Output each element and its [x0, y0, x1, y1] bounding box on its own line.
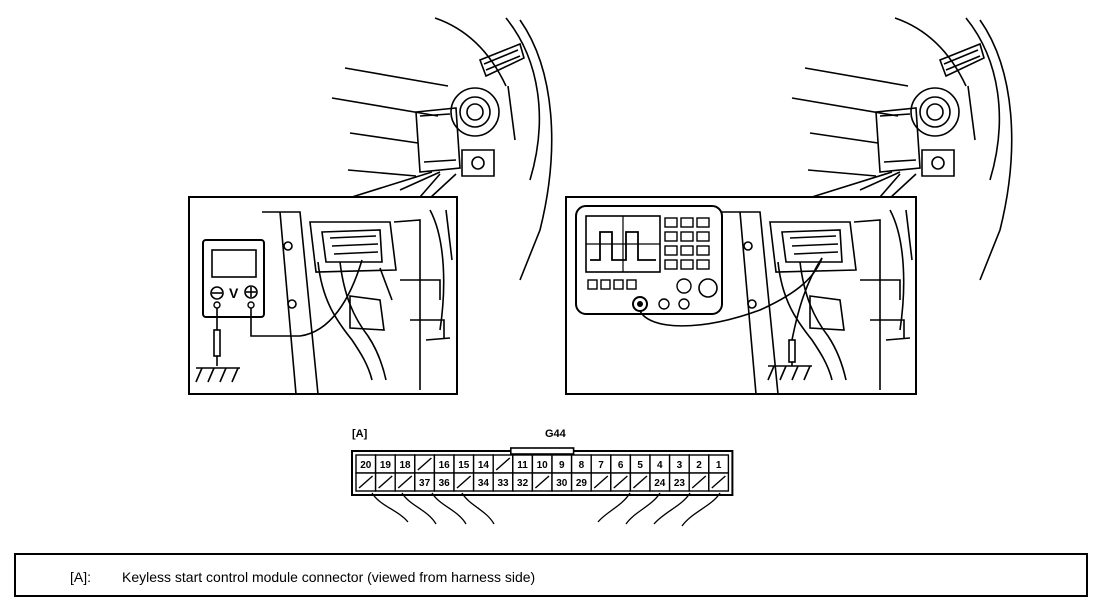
unused-pin-slash [397, 475, 413, 489]
ground-symbol-left [195, 367, 240, 383]
unused-pin-slash [495, 457, 511, 471]
voltmeter: V [202, 239, 265, 318]
voltmeter-symbol: V [229, 285, 239, 301]
pin-label: 7 [598, 460, 604, 471]
connector-lock-tab [509, 447, 575, 455]
pin-label: 24 [654, 478, 666, 489]
unused-pin-slash [711, 475, 726, 489]
connector-ref-label: [A] [352, 428, 368, 440]
ground-symbol-right [767, 365, 812, 381]
pin-label: 37 [419, 478, 431, 489]
pin-label: 8 [579, 460, 585, 471]
pin-label: 30 [556, 478, 568, 489]
pin-label: 11 [517, 460, 528, 471]
callout-lines [351, 171, 901, 198]
pin-label: 9 [559, 460, 565, 471]
legend-box: [A]: Keyless start control module connec… [14, 553, 1088, 597]
connector-id-label: G44 [545, 428, 567, 440]
oscilloscope-buttons [587, 217, 710, 290]
pin-label: 5 [637, 460, 643, 471]
legend-description: Keyless start control module connector (… [122, 569, 536, 585]
oscilloscope-knob-large [698, 278, 718, 298]
pin-label: 4 [657, 460, 663, 471]
pin-label: 2 [696, 460, 702, 471]
unused-pin-slash [613, 475, 628, 489]
square-wave-trace [590, 231, 656, 261]
voltmeter-display [211, 249, 257, 278]
pin-label: 20 [360, 460, 372, 471]
pin-label: 32 [517, 478, 529, 489]
pin-label: 3 [677, 460, 683, 471]
unused-pin-slash [417, 457, 432, 471]
pin-label: 36 [439, 478, 451, 489]
pin-label: 10 [537, 460, 549, 471]
unused-pin-slash [632, 475, 648, 489]
vehicle-dashboard-right [791, 17, 1013, 281]
unused-pin-slash [534, 475, 550, 489]
voltmeter-leads [213, 259, 363, 366]
pin-label: 23 [674, 478, 686, 489]
connector-closeup-right [722, 209, 913, 395]
pin-label: 15 [458, 460, 470, 471]
pin-label: 34 [478, 478, 490, 489]
connector-closeup-left [262, 209, 453, 395]
unused-pin-slash [378, 475, 393, 489]
pin-label: 14 [478, 460, 490, 471]
unused-pin-slash [358, 475, 374, 489]
unused-pin-slash [691, 475, 707, 489]
pin-label: 16 [439, 460, 451, 471]
vehicle-dashboard-left [331, 17, 553, 281]
pin-label: 18 [399, 460, 411, 471]
harness-wires [371, 492, 721, 527]
legend-tag: [A]: [70, 569, 92, 585]
unused-pin-slash [593, 475, 609, 489]
oscilloscope-probe-leads [639, 257, 823, 366]
pin-label: 6 [618, 460, 624, 471]
pin-label: 1 [716, 460, 722, 471]
pin-label: 33 [497, 478, 509, 489]
pin-label: 29 [576, 478, 588, 489]
unused-pin-slash [456, 475, 472, 489]
oscilloscope [575, 205, 723, 315]
pin-label: 19 [380, 460, 392, 471]
